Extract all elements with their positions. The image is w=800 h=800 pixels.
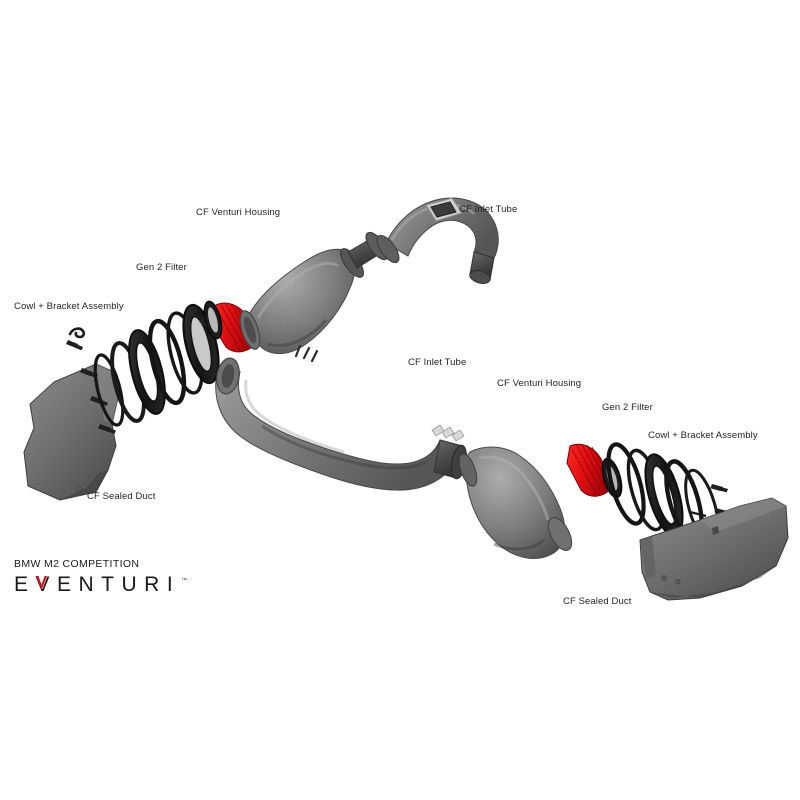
part-cf-sealed-duct-lower bbox=[639, 497, 789, 601]
lower-assembly bbox=[215, 344, 789, 601]
trademark-symbol: ™ bbox=[181, 578, 188, 584]
part-cf-venturi-housing-lower bbox=[458, 446, 573, 559]
label-upper-venturi-housing: CF Venturi Housing bbox=[196, 207, 281, 218]
label-lower-gen2-filter: Gen 2 Filter bbox=[602, 402, 653, 413]
label-lower-venturi-housing: CF Venturi Housing bbox=[497, 378, 582, 389]
label-lower-cowl-bracket-assembly: Cowl + Bracket Assembly bbox=[648, 430, 758, 441]
label-upper-gen2-filter: Gen 2 Filter bbox=[136, 262, 187, 273]
label-upper-cowl-bracket-assembly: Cowl + Bracket Assembly bbox=[14, 301, 124, 312]
part-gen2-filter-lower bbox=[566, 443, 623, 499]
part-cowl-bracket-assembly-upper bbox=[93, 303, 220, 427]
brand-block: BMW M2 COMPETITION EVENTURI ™ bbox=[14, 558, 187, 595]
eventuri-wordmark-text: EVENTURI bbox=[14, 573, 181, 596]
part-cf-inlet-tube-upper bbox=[376, 197, 499, 284]
part-cf-sealed-duct-upper bbox=[23, 363, 119, 501]
eventuri-wordmark: EVENTURI ™ bbox=[14, 574, 187, 595]
upper-assembly bbox=[23, 197, 499, 501]
label-lower-inlet-tube: CF Inlet Tube bbox=[408, 357, 467, 368]
eventuri-red-v-icon bbox=[35, 576, 47, 590]
label-lower-cf-sealed-duct: CF Sealed Duct bbox=[563, 596, 632, 607]
part-cf-venturi-housing-upper bbox=[239, 231, 389, 355]
vehicle-model-text: BMW M2 COMPETITION bbox=[14, 558, 140, 570]
part-cf-inlet-tube-lower bbox=[215, 344, 467, 491]
label-upper-cf-sealed-duct: CF Sealed Duct bbox=[87, 491, 156, 502]
inlet-flange-port bbox=[425, 197, 463, 222]
label-upper-inlet-tube: CF Inlet Tube bbox=[459, 204, 518, 215]
